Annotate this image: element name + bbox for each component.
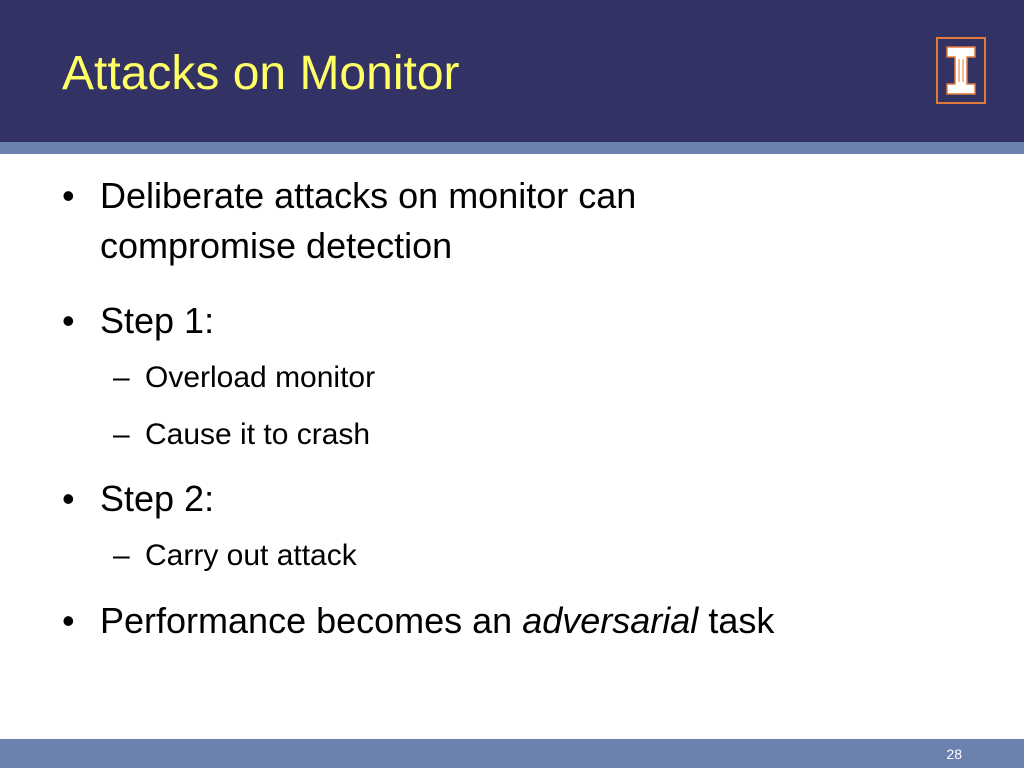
sub-bullet-marker: – [113,418,130,451]
bullet-text-plain: task [698,600,775,641]
university-of-illinois-block-i-icon [936,37,986,104]
bullet-text: Performance becomes an adversarial task [100,596,960,646]
bullet-text-line: Deliberate attacks on monitor can [100,175,637,216]
bullet-text-line: compromise detection [100,225,453,266]
bullet-text: Deliberate attacks on monitor can compro… [100,171,960,271]
page-number: 28 [946,746,962,762]
bullet-marker: • [62,175,75,216]
sub-bullet-text: Overload monitor [145,361,376,394]
sub-bullet-text: Carry out attack [145,539,357,572]
sub-bullet-marker: – [113,361,130,394]
sub-bullet-text: Cause it to crash [145,418,371,451]
bullet-marker: • [62,600,75,641]
bullet-marker: • [62,478,75,519]
sub-bullet-marker: – [113,539,130,572]
slide-title: Attacks on Monitor [62,47,460,100]
bullet-marker: • [62,300,75,341]
title-bar: Attacks on Monitor [0,0,1024,142]
bullet-text: Step 2: [100,478,215,519]
header-divider-stripe [0,142,1024,154]
bullet-text-plain: Performance becomes an [100,600,523,641]
footer-bar: 28 [0,739,1024,768]
bullet-text-emphasis: adversarial [522,600,699,641]
bullet-text: Step 1: [100,300,215,341]
